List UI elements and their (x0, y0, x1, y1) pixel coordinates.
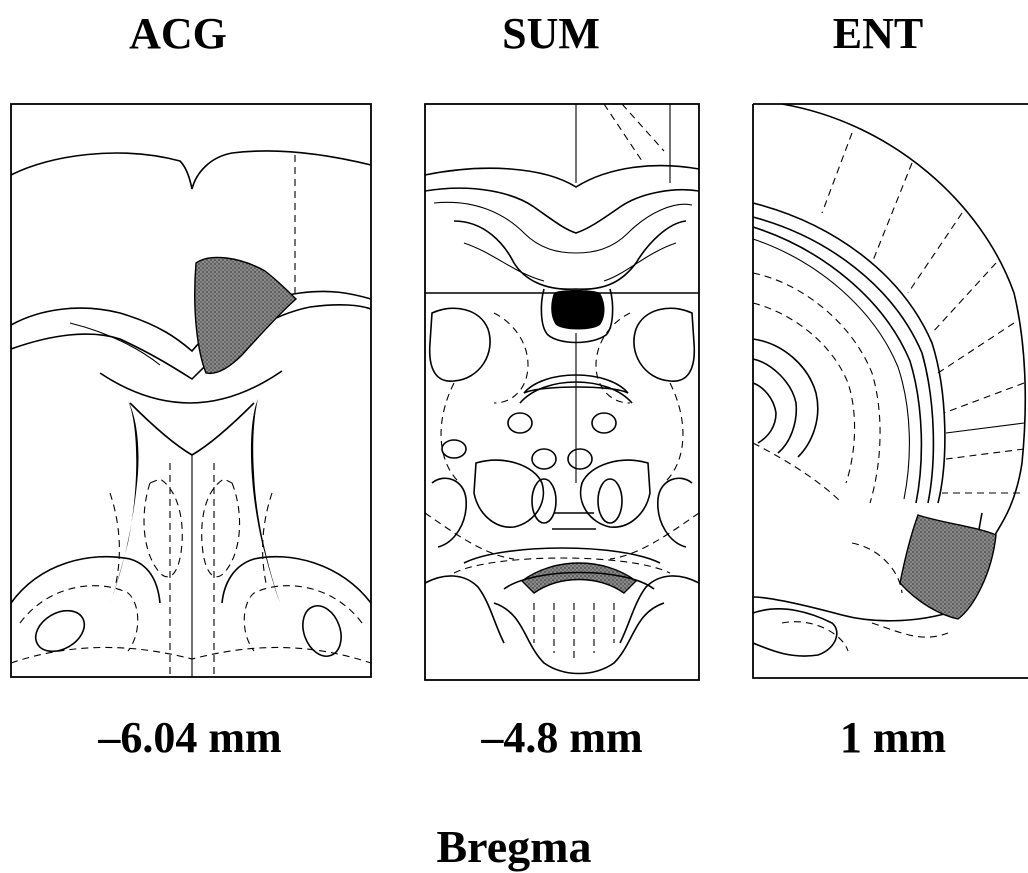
section-ent (752, 103, 1028, 679)
coordinate-ent: 1 mm (743, 712, 1028, 763)
coordinate-acg: –6.04 mm (40, 712, 340, 763)
panel-title-sum: SUM (401, 8, 701, 59)
panel-title-ent: ENT (728, 8, 1028, 59)
section-acg (10, 103, 372, 678)
section-sum (424, 103, 700, 681)
bregma-label: Bregma (0, 820, 1028, 873)
panel-title-acg: ACG (28, 8, 328, 59)
coordinate-sum: –4.8 mm (412, 712, 712, 763)
